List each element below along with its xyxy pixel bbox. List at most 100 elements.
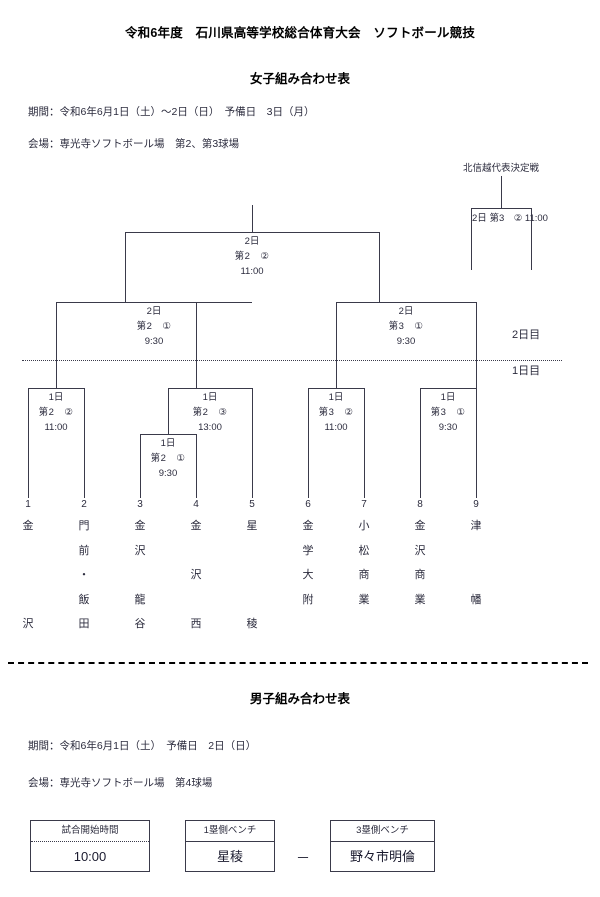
r1b-leg-right <box>252 388 253 498</box>
r1a-leg-right <box>84 388 85 498</box>
day-label-lower: 1日目 <box>512 365 541 377</box>
match-semi-right-time: 9:30 <box>396 336 416 347</box>
men-start-time-table: 試合開始時間 10:00 <box>30 820 150 872</box>
match-r1-e-time: 9:30 <box>438 422 458 433</box>
team-name-9: 津 幡 <box>470 520 482 606</box>
women-venue-text: 会場：専光寺ソフトボール場 第2、第3球場 <box>28 138 240 150</box>
r1c-leg-left <box>140 434 141 498</box>
semi-right-leg-a <box>336 302 337 388</box>
men-period-text: 期間：令和6年6月1日（土） 予備日 2日（日） <box>28 740 257 752</box>
section-divider <box>8 662 588 664</box>
semi-right-bridge-line <box>336 302 476 303</box>
men-start-time-header: 試合開始時間 <box>31 821 149 842</box>
team-entry-7: 7 小 松 商 業 <box>349 498 379 612</box>
men-first-base-table: 1塁側ベンチ 星稜 <box>185 820 275 872</box>
match-final-time: 11:00 <box>240 266 264 277</box>
team-name-2: 門 前 ・ 飯 田 <box>78 520 90 630</box>
team-seed-2: 2 <box>81 499 87 510</box>
playoff-caption: 北信越代表決定戦 <box>462 163 539 174</box>
match-r1-d-day: 1日 <box>328 392 344 403</box>
semi-left-leg-a <box>56 302 57 388</box>
men-third-base-team: 野々市明倫 <box>349 849 415 864</box>
team-seed-9: 9 <box>473 499 479 510</box>
match-r1-c-time: 9:30 <box>158 468 178 479</box>
match-r1-b: 1日 第2 ③ 13:00 <box>160 390 260 435</box>
match-final: 2日 第2 ② 11:00 <box>202 234 302 279</box>
match-r1-c-day: 1日 <box>160 438 176 449</box>
team-name-3: 金 沢 龍 谷 <box>134 520 146 630</box>
playoff-box-top-line <box>471 208 532 209</box>
team-entry-8: 8 金 沢 商 業 <box>405 498 435 612</box>
r1c-bridge-line <box>140 434 196 435</box>
team-name-1: 金 沢 <box>22 520 34 630</box>
match-r1-e-field: 第3 ① <box>430 407 466 418</box>
r1b-leg-left <box>168 388 169 434</box>
page-title: 令和6年度 石川県高等学校総合体育大会 ソフトボール競技 <box>124 26 476 40</box>
day-divider-line <box>22 360 562 361</box>
men-start-time-value: 10:00 <box>73 849 107 864</box>
men-venue-text: 会場：専光寺ソフトボール場 第4球場 <box>28 777 213 789</box>
team-seed-8: 8 <box>417 499 423 510</box>
match-r1-c-field: 第2 ① <box>150 453 186 464</box>
match-semi-right: 2日 第3 ① 9:30 <box>356 304 456 349</box>
r1d-leg-left <box>308 388 309 498</box>
match-r1-d-field: 第3 ② <box>318 407 354 418</box>
match-playoff-field: 第3 ② <box>489 213 523 224</box>
team-name-4: 金 沢 西 <box>190 520 202 630</box>
team-name-8: 金 沢 商 業 <box>414 520 426 606</box>
team-entry-5: 5 星 稜 <box>237 498 267 637</box>
r1d-leg-right <box>364 388 365 498</box>
women-section-title: 女子組み合わせ表 <box>249 72 350 86</box>
r1a-bridge-line <box>28 388 84 389</box>
r1d-bridge-line <box>308 388 364 389</box>
team-seed-1: 1 <box>25 499 31 510</box>
team-name-6: 金 学 大 附 <box>302 520 314 606</box>
match-r1-a: 1日 第2 ② 11:00 <box>6 390 106 435</box>
day-label-upper: 2日目 <box>512 329 541 341</box>
team-entry-9: 9 津 幡 <box>461 498 491 612</box>
semi-right-leg-b <box>476 302 477 388</box>
team-name-5: 星 稜 <box>246 520 258 630</box>
team-entry-1: 1 金 沢 <box>13 498 43 637</box>
team-entry-6: 6 金 学 大 附 <box>293 498 323 612</box>
match-r1-c: 1日 第2 ① 9:30 <box>118 436 218 481</box>
match-r1-e-day: 1日 <box>440 392 456 403</box>
match-playoff-time: 11:00 <box>524 213 548 224</box>
match-semi-right-day: 2日 <box>398 306 414 317</box>
match-final-day: 2日 <box>244 236 260 247</box>
men-third-base-table: 3塁側ベンチ 野々市明倫 <box>330 820 435 872</box>
match-r1-d-time: 11:00 <box>324 422 348 433</box>
match-r1-e: 1日 第3 ① 9:30 <box>398 390 498 435</box>
r1a-leg-left <box>28 388 29 498</box>
match-semi-left-day: 2日 <box>146 306 162 317</box>
match-r1-b-time: 13:00 <box>198 422 222 433</box>
women-period-text: 期間：令和6年6月1日（土）～2日（日） 予備日 3日（月） <box>28 106 315 118</box>
match-playoff-day: 2日 <box>472 213 487 224</box>
match-r1-d: 1日 第3 ② 11:00 <box>286 390 386 435</box>
men-versus-dash: － <box>296 850 310 866</box>
r1e-bridge-line <box>420 388 476 389</box>
match-semi-left-time: 9:30 <box>144 336 164 347</box>
team-seed-6: 6 <box>305 499 311 510</box>
team-name-7: 小 松 商 業 <box>358 520 370 606</box>
match-r1-b-day: 1日 <box>202 392 218 403</box>
team-entry-4: 4 金 沢 西 <box>181 498 211 637</box>
men-first-base-header: 1塁側ベンチ <box>186 821 274 842</box>
match-semi-right-field: 第3 ① <box>388 321 424 332</box>
playoff-stem-line <box>501 176 502 208</box>
team-entry-3: 3 金 沢 龍 谷 <box>125 498 155 637</box>
final-bridge-line <box>125 232 379 233</box>
team-seed-4: 4 <box>193 499 199 510</box>
match-r1-b-field: 第2 ③ <box>192 407 228 418</box>
team-seed-5: 5 <box>249 499 255 510</box>
r1e-leg-left <box>420 388 421 498</box>
match-r1-a-time: 11:00 <box>44 422 68 433</box>
final-right-leg <box>379 232 380 302</box>
champion-stem-line <box>252 205 253 232</box>
r1c-leg-right <box>196 434 197 498</box>
team-entry-2: 2 門 前 ・ 飯 田 <box>69 498 99 637</box>
match-semi-left-field: 第2 ① <box>136 321 172 332</box>
match-playoff: 2日 第3 ② 11:00 <box>471 208 548 270</box>
semi-left-leg-b <box>196 302 197 388</box>
